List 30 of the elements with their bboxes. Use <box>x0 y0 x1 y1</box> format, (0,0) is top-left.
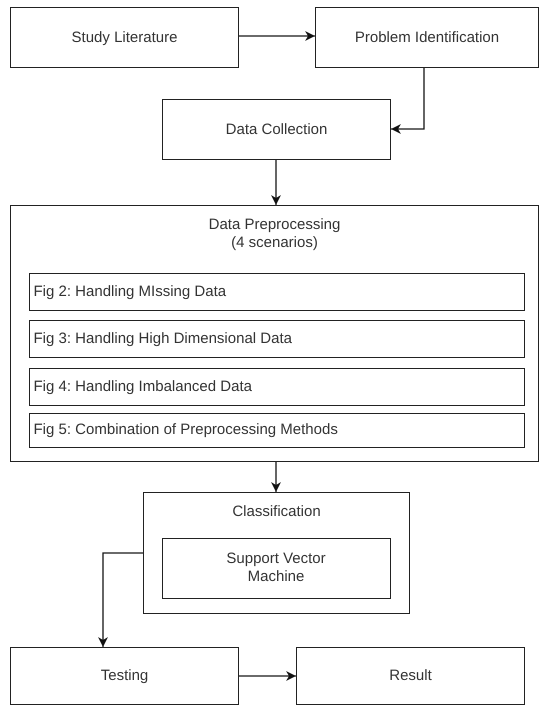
arrow <box>271 462 281 492</box>
box-label: Fig 2: Handling MIssing Data <box>34 282 226 300</box>
step-box <box>28 272 524 310</box>
arrow <box>391 68 425 134</box>
box-label: Testing <box>100 667 148 685</box>
box-label: Support Vector Machine <box>225 550 327 586</box>
arrow <box>271 160 281 205</box>
box-label: Problem Identification <box>354 28 500 46</box>
process-box <box>315 7 539 68</box>
step-box <box>28 320 524 358</box>
step-box <box>28 368 524 406</box>
box-label: Fig 5: Combination of Preprocessing Methods <box>34 421 338 439</box>
box-label: Study Literature <box>72 28 178 46</box>
process-box <box>162 538 390 598</box>
process-box <box>296 647 525 705</box>
group-title: Data Preprocessing (4 scenarios) <box>208 216 342 252</box>
arrow <box>98 552 143 647</box>
box-label: Result <box>389 667 432 685</box>
group-box <box>143 492 410 614</box>
box-label: Fig 3: Handling High Dimensional Data <box>34 330 292 348</box>
arrow <box>239 671 296 681</box>
step-box <box>28 412 524 448</box>
box-label: Fig 4: Handling Imbalanced Data <box>34 378 252 396</box>
process-box <box>10 647 239 705</box>
box-label: Data Collection <box>226 120 328 138</box>
arrow <box>239 31 315 41</box>
process-box <box>162 99 391 160</box>
group-title: Classification <box>232 503 321 521</box>
process-box <box>10 7 239 68</box>
group-box <box>10 205 539 462</box>
